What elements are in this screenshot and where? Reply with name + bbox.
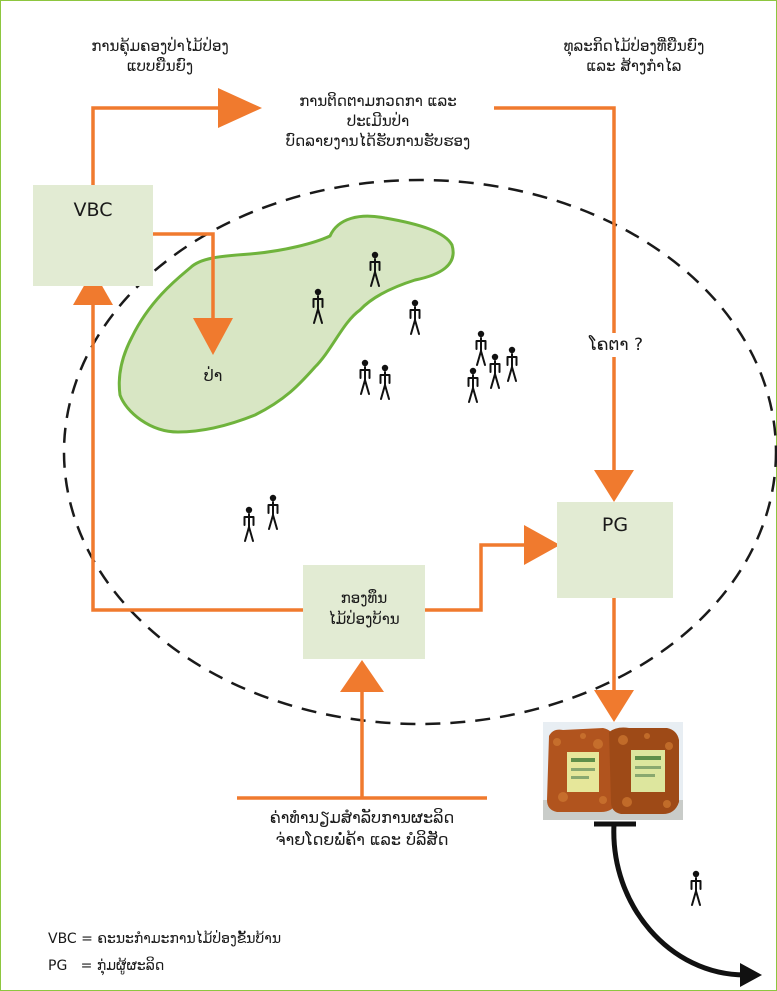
pg-label: PG — [601, 514, 629, 536]
person-icon — [267, 493, 279, 530]
flow-fund-to-vbc — [91, 302, 303, 612]
product-packages-image — [543, 722, 683, 820]
fund-box: ກອງທຶນ ໄມ້ປ່ອງບ້ານ — [303, 565, 425, 659]
flow-vbc-to-monitoring — [91, 106, 220, 185]
market-arrowhead — [740, 963, 762, 987]
legend-vbc: VBC = ຄະນະກຳມະການໄມ້ປ່ອງຂັ້ນບ້ານ — [48, 931, 282, 947]
person-icon — [243, 505, 255, 542]
flow-vbc-to-forest — [153, 232, 215, 318]
arrowhead-pg-left — [524, 525, 560, 565]
pg-box: PG — [557, 502, 673, 598]
person-icon — [489, 352, 501, 389]
vbc-label: VBC — [73, 199, 113, 221]
fee-line-2: ຈ່າຍໂດຍພໍ່ຄ້າ ແລະ ບໍລິສັດ — [275, 830, 449, 849]
sustainable-business-line-1: ທຸລະກິດໄມ້ປ່ອງທີ່ຍືນຍົງ — [563, 37, 705, 55]
person-icon — [467, 366, 479, 403]
product-photo — [543, 722, 683, 820]
arrowhead-product — [594, 690, 634, 722]
person-icon — [379, 363, 391, 400]
monitoring-line-2: ປະເມີນປ່າ — [346, 112, 410, 130]
legend-pg: PG = ກຸ່ມຜູ້ຜະລິດ — [48, 958, 165, 974]
arrowhead-vbc — [73, 270, 113, 305]
person-icon — [690, 869, 702, 906]
person-icon — [359, 358, 371, 395]
arrowhead-pg — [594, 470, 634, 502]
arrowhead-monitoring — [218, 88, 262, 128]
arrowhead-fund — [340, 660, 384, 692]
person-icon — [475, 329, 487, 366]
market-curve — [611, 823, 746, 978]
fund-label-line-2: ໄມ້ປ່ອງບ້ານ — [328, 610, 400, 628]
sustainable-business-line-2: ແລະ ສ້າງກຳໄລ — [586, 57, 682, 75]
community-boundary — [62, 178, 777, 726]
fund-label-line-1: ກອງທຶນ — [340, 589, 388, 607]
quota-label: ໂຄຕາ ? — [566, 333, 666, 357]
flow-fund-to-pg — [425, 543, 524, 612]
sustainable-management-line-1: ການຄຸ້ມຄອງປ່າໄມ້ປ່ອງ — [91, 37, 229, 55]
person-icon — [506, 345, 518, 382]
arrowhead-forest — [193, 318, 233, 355]
monitoring-line-3: ບົດລາຍງານໄດ້ຮັບການຮັບຮອງ — [285, 132, 471, 150]
fee-line-1: ຄ່າທຳນຽມສຳລັບການຜະລິດ — [269, 808, 455, 827]
person-icon — [409, 298, 421, 335]
vbc-box: VBC — [33, 185, 153, 286]
monitoring-line-1: ການຕິດຕາມກວດກາ ແລະ — [299, 92, 457, 110]
forest-area — [117, 214, 455, 434]
forest-label: ປ່າ — [203, 366, 223, 385]
sustainable-management-line-2: ແບບຍືນຍົງ — [126, 57, 194, 75]
flow-monitoring-to-pg — [494, 106, 616, 470]
